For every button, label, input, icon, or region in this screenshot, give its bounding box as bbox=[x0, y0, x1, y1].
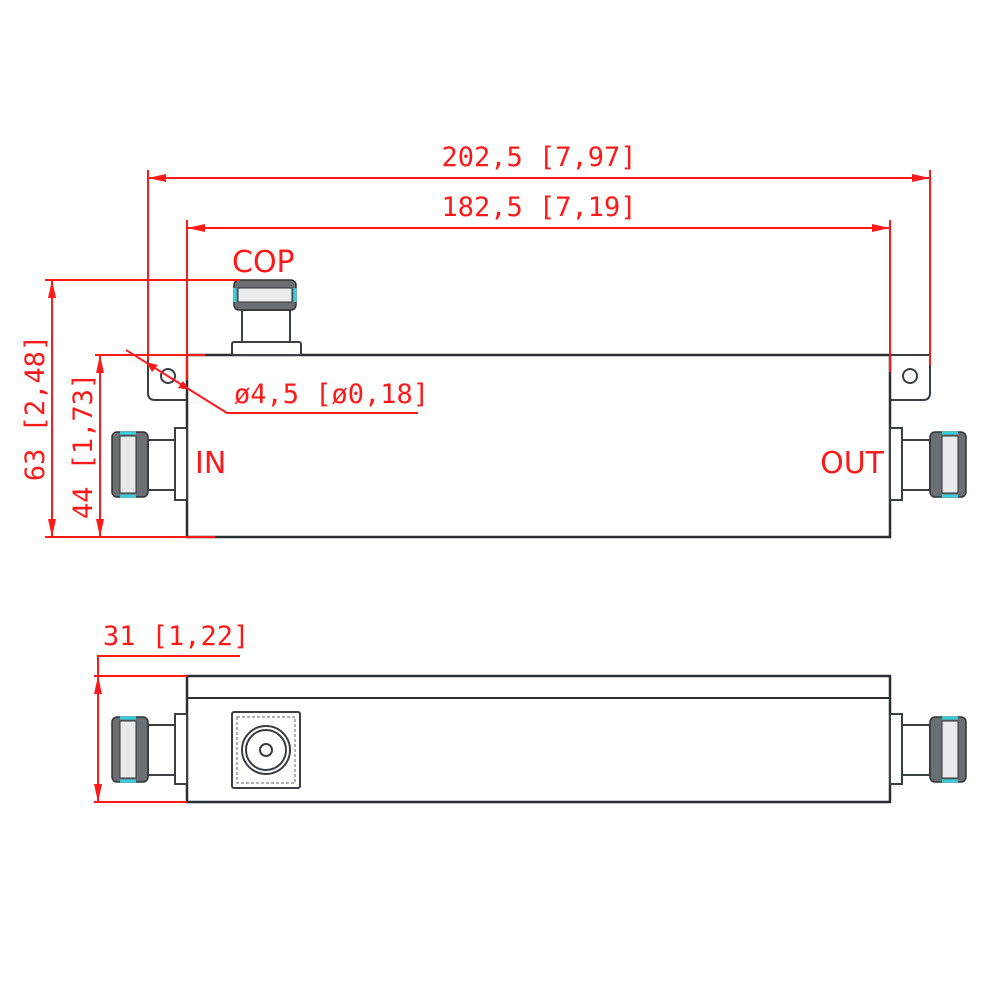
cop-connector-face bbox=[231, 711, 301, 789]
overall-length-label: 202,5 [7,97] bbox=[441, 142, 636, 173]
coupler-body-top bbox=[185, 353, 892, 539]
body-length-label: 182,5 [7,19] bbox=[441, 192, 636, 223]
overall-height-label: 63 [2,48] bbox=[20, 335, 51, 481]
out-connector bbox=[889, 427, 967, 501]
dimension-overall-length: 202,5 [7,97] bbox=[147, 142, 931, 365]
left-mounting-tab bbox=[147, 354, 188, 401]
dimension-body-length: 182,5 [7,19] bbox=[186, 192, 891, 380]
out-connector-side bbox=[889, 713, 967, 785]
body-depth-label: 31 [1,22] bbox=[103, 621, 249, 652]
in-connector bbox=[111, 427, 188, 501]
dimension-body-depth: 31 [1,22] bbox=[94, 621, 249, 803]
out-port-label: OUT bbox=[820, 446, 885, 481]
in-connector-side bbox=[111, 713, 188, 785]
cop-connector bbox=[231, 279, 302, 356]
cop-port-label: COP bbox=[232, 245, 295, 280]
dimension-body-height: 44 [1,73] bbox=[68, 354, 205, 537]
dimension-overall-height: 63 [2,48] bbox=[20, 279, 240, 538]
side-view: 31 [1,22] bbox=[94, 621, 967, 804]
body-height-label: 44 [1,73] bbox=[68, 373, 99, 519]
right-mounting-tab bbox=[889, 354, 931, 401]
hole-diameter-label: ø4,5 [ø0,18] bbox=[234, 379, 429, 410]
dimension-hole-diameter: ø4,5 [ø0,18] bbox=[125, 349, 429, 414]
mounting-hole-right bbox=[902, 368, 918, 384]
in-port-label: IN bbox=[195, 446, 226, 481]
top-view: 202,5 [7,97] 182,5 [7,19] 63 [2,48] 44 [… bbox=[20, 142, 967, 539]
